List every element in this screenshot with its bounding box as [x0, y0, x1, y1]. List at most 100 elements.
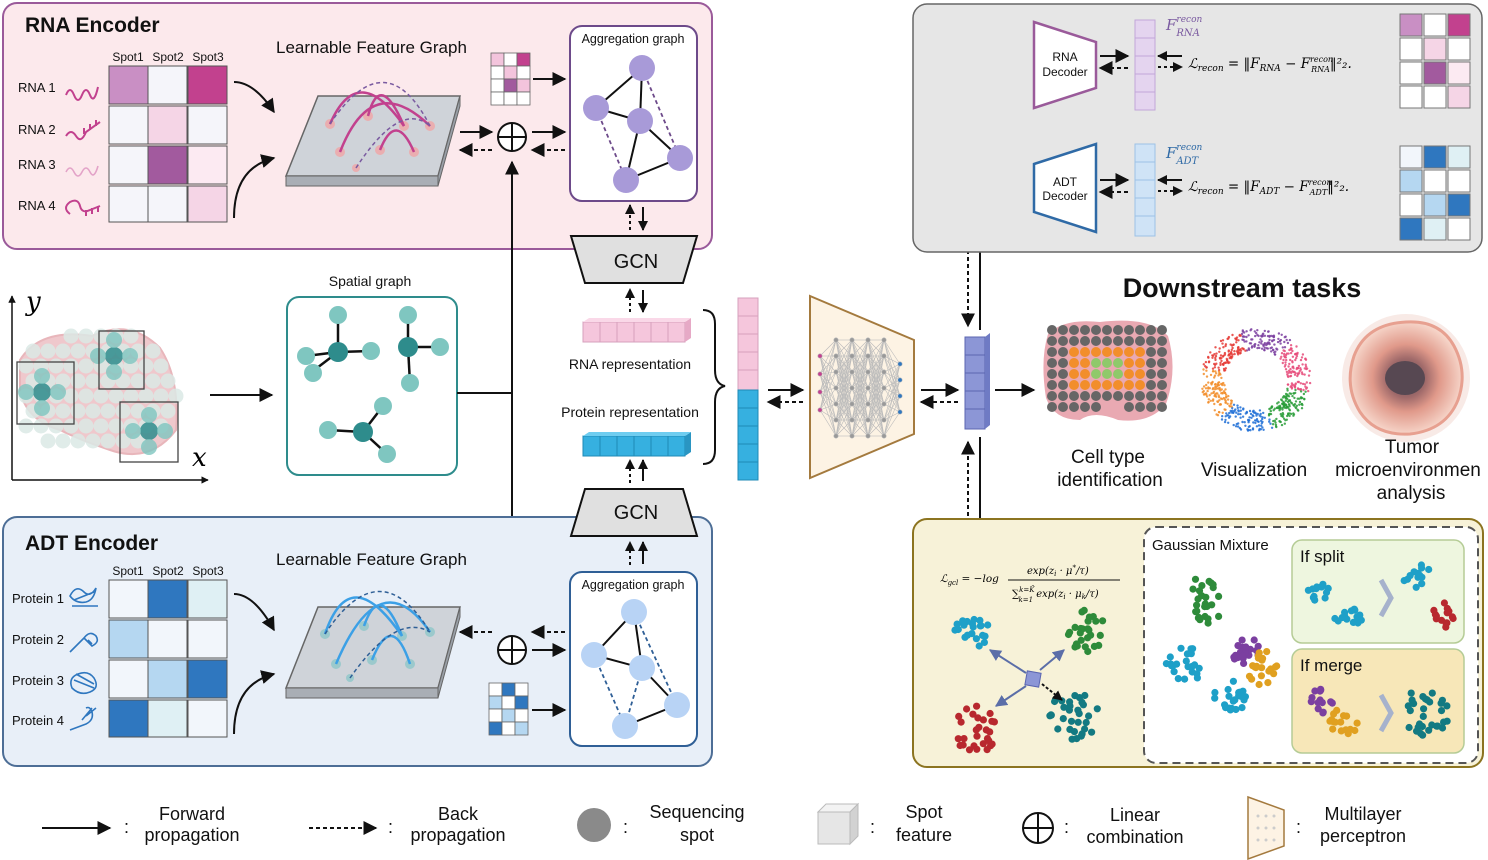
tumor-microenvironment-image [1342, 314, 1470, 442]
legend-seq-label: Sequencing [649, 802, 744, 822]
scatter-point [1113, 325, 1123, 335]
scatter-point [1417, 729, 1425, 738]
scatter-point [1307, 374, 1311, 377]
scatter-point [1238, 636, 1246, 644]
scatter-point [48, 418, 64, 434]
latent-embedding-vector [964, 333, 990, 430]
scatter-point [1277, 401, 1280, 404]
scatter-point [1283, 354, 1286, 358]
scatter-point [955, 712, 963, 721]
scatter-point [1279, 420, 1282, 424]
scatter-point [1255, 414, 1258, 417]
rna-spot2-header: Spot2 [152, 50, 184, 64]
scatter-point [1284, 363, 1287, 366]
scatter-point [817, 389, 823, 395]
scatter-point [1203, 392, 1206, 396]
scatter-point [1265, 342, 1269, 345]
task-tumor-label: Tumor [1385, 437, 1440, 458]
rna-aggregation-label: Aggregation graph [582, 32, 685, 46]
scatter-point [982, 726, 990, 734]
scatter-point [1219, 389, 1222, 392]
scatter-point [960, 735, 968, 743]
scatter-point [1223, 408, 1226, 411]
legend-spot-label: feature [896, 825, 952, 845]
scatter-point [1207, 398, 1211, 401]
scatter-point [55, 433, 71, 449]
scatter-point [1242, 643, 1250, 651]
scatter-point [1289, 347, 1293, 350]
scatter-point [1157, 402, 1167, 412]
scatter-point [1213, 366, 1217, 369]
scatter-point [1419, 712, 1427, 721]
scatter-point [1146, 380, 1156, 390]
contrastive-loss-numerator: exp(zi · μ*/τ) [1027, 564, 1089, 578]
scatter-point [1237, 339, 1240, 342]
scatter-point [1235, 341, 1238, 344]
scatter-point [881, 385, 887, 391]
scatter-point [1206, 389, 1209, 393]
scatter-point [1166, 653, 1174, 661]
scatter-point [1285, 395, 1288, 398]
scatter-point [1284, 361, 1287, 364]
scatter-point [897, 361, 903, 367]
scatter-point [70, 433, 86, 449]
rna-decoder [1032, 20, 1098, 110]
scatter-point [1135, 347, 1145, 357]
scatter-point [1102, 336, 1112, 346]
scatter-point [1287, 352, 1290, 355]
scatter-point [1288, 392, 1292, 395]
scatter-point [1223, 391, 1227, 395]
scatter-point [1217, 374, 1220, 377]
scatter-point [1277, 406, 1280, 410]
scatter-point [1220, 382, 1223, 386]
scatter-point [1290, 402, 1294, 405]
scatter-point [1247, 425, 1251, 429]
scatter-point [1271, 348, 1275, 352]
scatter-point [1201, 387, 1204, 390]
scatter-point [1082, 718, 1090, 727]
scatter-point [1220, 418, 1224, 421]
legend-colon: : [124, 817, 129, 837]
scatter-point [881, 337, 887, 343]
scatter-point [1091, 380, 1101, 390]
scatter-point [1304, 390, 1307, 393]
scatter-point [1207, 401, 1210, 404]
scatter-point [1400, 577, 1408, 585]
scatter-point [1285, 370, 1289, 374]
scatter-point [1263, 329, 1267, 333]
scatter-point [1213, 393, 1217, 396]
scatter-point [1291, 394, 1294, 398]
scatter-point [1058, 391, 1068, 401]
gcn-top-label: GCN [614, 251, 658, 273]
scatter-point [1157, 358, 1167, 368]
scatter-point [1135, 380, 1145, 390]
scatter-point [1295, 406, 1298, 410]
scatter-point [1230, 405, 1233, 408]
scatter-point [1224, 361, 1228, 365]
scatter-point [1233, 352, 1236, 356]
scatter-point [63, 418, 79, 434]
scatter-point [1243, 421, 1246, 424]
legend-linear-label: Linear [1110, 805, 1160, 825]
scatter-point [1239, 349, 1243, 352]
scatter-point [1213, 376, 1216, 379]
scatter-point [1211, 367, 1215, 370]
scatter-point [865, 353, 871, 359]
scatter-point [1418, 564, 1426, 572]
scatter-point [1284, 399, 1288, 402]
scatter-point [1221, 342, 1224, 345]
gcn-bottom: GCN [569, 488, 699, 537]
scatter-point [957, 718, 965, 726]
scatter-point [1213, 353, 1216, 356]
scatter-point [1246, 429, 1250, 432]
scatter-point [1221, 392, 1224, 395]
scatter-point [1218, 350, 1221, 353]
scatter-point [1258, 346, 1261, 350]
scatter-point [1300, 371, 1304, 374]
protein-icon [69, 632, 99, 653]
scatter-point [1080, 380, 1090, 390]
scatter-point [849, 353, 855, 359]
scatter-point [1268, 407, 1271, 411]
scatter-point [817, 371, 823, 377]
